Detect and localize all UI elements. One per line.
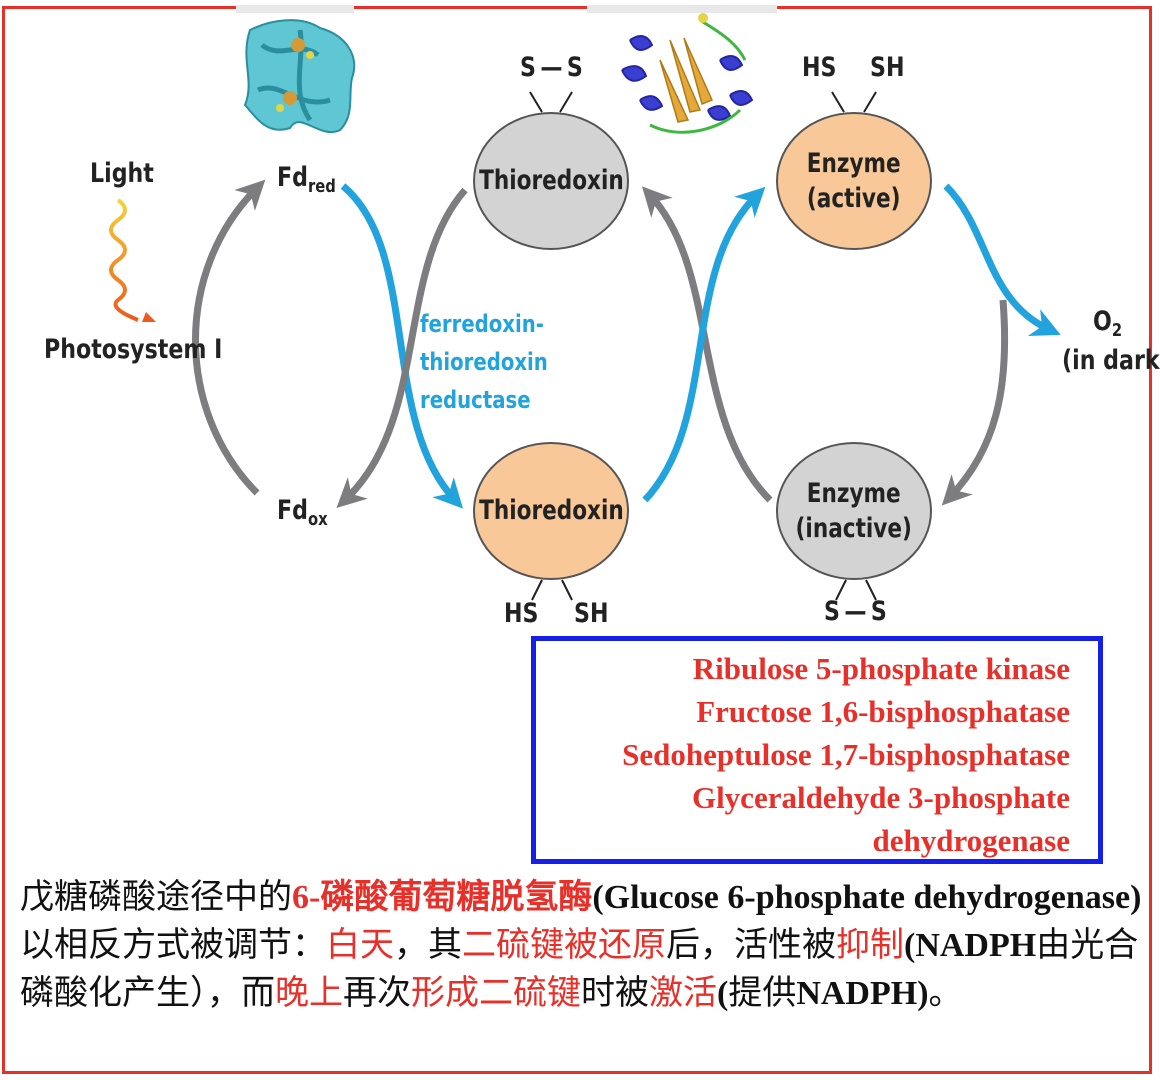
fd-oxidation-arrow [192, 179, 266, 496]
paragraph-segment: 时被 [581, 975, 649, 1012]
thioredoxin-to-fd-ox-arrow [336, 187, 468, 509]
regulated-enzymes-box: Ribulose 5-phosphate kinase Fructose 1,6… [531, 636, 1103, 864]
paragraph-segment: 。 [928, 975, 963, 1012]
light-label: Light [90, 158, 154, 189]
slide-frame [2, 6, 1152, 1074]
sh-label-top: SH [870, 52, 905, 83]
fd-red-label: Fdred [277, 162, 336, 197]
paragraph-segment: 再次 [343, 975, 411, 1012]
paragraph-segment: 白天 [326, 927, 394, 964]
disulfide-label-top: S — S [520, 52, 583, 83]
thioredoxin-to-active-arrow [642, 186, 766, 503]
paragraph-segment: NADPH) [796, 975, 929, 1012]
paragraph-segment: 提供 [728, 975, 797, 1012]
paragraph-segment: 激活 [649, 975, 717, 1012]
photosystem-label: Photosystem I [44, 334, 223, 365]
paragraph-segment: 抑制 [836, 927, 904, 964]
light-wave-icon [109, 198, 139, 322]
hs-label-bottom: HS [504, 598, 539, 629]
enzyme-list-item: Sedoheptulose 1,7-bisphosphatase [622, 737, 1070, 772]
enzyme-inactive-node: Enzyme (inactive) [776, 442, 932, 580]
fd-ox-label: Fdox [277, 495, 328, 530]
enzyme-list-item: Fructose 1,6-bisphosphatase [696, 694, 1070, 729]
ferredoxin-to-thioredoxin-arrow [340, 183, 464, 509]
enzyme-list-item: Ribulose 5-phosphate kinase [692, 651, 1070, 686]
paragraph-segment: 由光合磷酸化产生），而 [20, 927, 1139, 1012]
paragraph-segment: ，其 [394, 927, 462, 964]
in-dark-label: (in dark) [1062, 345, 1160, 376]
inactive-to-thioredoxin-arrow [641, 186, 773, 503]
hs-label-top: HS [802, 52, 837, 83]
explanation-paragraph: 戊糖磷酸途径中的6-磷酸葡萄糖脱氢酶(Glucose 6-phosphate d… [20, 874, 1150, 1018]
paragraph-segment: 后，活性被 [666, 927, 836, 964]
paragraph-segment: 二硫键被还原 [462, 927, 666, 964]
paragraph-segment: 6-磷酸葡萄糖脱氢酶 [292, 879, 593, 916]
paragraph-segment: (Glucose 6-phosphate dehydrogenase) [592, 879, 1142, 916]
paragraph-segment: 以相反方式被调节： [20, 927, 326, 964]
reductase-label: ferredoxin- thioredoxin reductase [420, 310, 548, 414]
ferredoxin-structure-icon [236, 5, 356, 133]
enzyme-list-item: Glyceraldehyde 3-phosphate [691, 780, 1070, 815]
o2-label: O2 [1093, 306, 1123, 341]
paragraph-segment: (NADPH [904, 927, 1037, 964]
paragraph-segment: 晚上 [275, 975, 343, 1012]
disulfide-label-bottom: S — S [824, 596, 887, 627]
o2-to-inactive-arrow [941, 299, 1009, 506]
sh-label-bottom: SH [574, 598, 609, 629]
light-arrowhead-icon [142, 312, 156, 322]
bond-stems [529, 91, 877, 601]
enzyme-list-item: dehydrogenase [872, 823, 1070, 858]
thioredoxin-reduced-node: Thioredoxin [473, 442, 629, 580]
paragraph-segment: ( [717, 975, 729, 1012]
thioredoxin-oxidized-node: Thioredoxin [473, 112, 629, 250]
paragraph-segment: 戊糖磷酸途径中的 [20, 879, 292, 916]
thioredoxin-structure-icon [587, 5, 777, 143]
active-to-o2-arrow [943, 183, 1061, 336]
enzyme-active-node: Enzyme (active) [776, 112, 932, 250]
paragraph-segment: 形成二硫键 [411, 975, 581, 1012]
